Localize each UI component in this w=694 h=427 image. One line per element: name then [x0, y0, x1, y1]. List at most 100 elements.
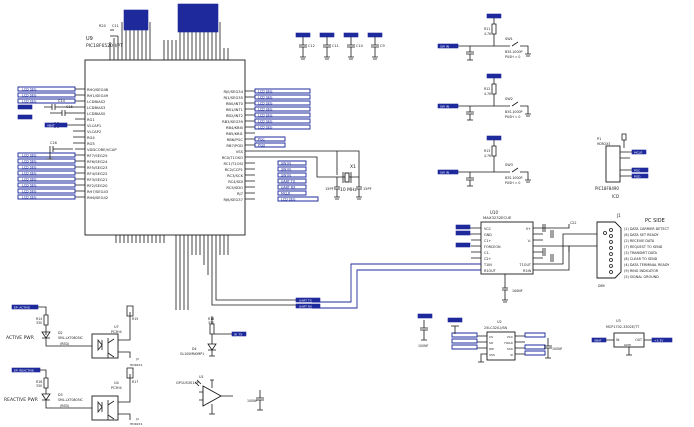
net-label-top: [139, 9, 145, 31]
cap-c10: C10: [343, 32, 363, 60]
u9-right-pin: RB5/KBI1: [226, 132, 243, 136]
u9-left-pin: RG1: [87, 118, 95, 122]
net-label-top: [205, 3, 211, 33]
u9-left-pin: VLCAP2: [87, 130, 101, 134]
c10-ref: C10: [356, 44, 363, 48]
u10-pin: V-: [528, 239, 532, 243]
icd-header-p1: P1 HDR2X3 PIC18F8490 ICD MCLR PGC PGD: [595, 133, 649, 199]
j-active: J3: [135, 357, 139, 361]
reactive-pwr-label: REACTIVE PWR: [4, 397, 38, 403]
uart-rx-label: UART RX: [299, 304, 312, 308]
c15-ref: C15: [66, 105, 73, 109]
r-active-value: 330: [36, 321, 42, 325]
u9-left-pin: RF4/SEG22: [87, 172, 108, 176]
u3-ref: U3: [616, 319, 621, 323]
u9-right-pin: RJ7: [237, 192, 244, 196]
u10-pin: T1IN: [483, 263, 492, 267]
net-lcd-seg: LCD SEG: [258, 114, 273, 118]
net-label-top: [131, 9, 137, 31]
p1-net-mclr: MCLR: [634, 150, 642, 154]
osc-cap-2: 15PF: [363, 187, 372, 191]
sw1-net: SW IN: [440, 44, 449, 48]
net-label-top: [143, 9, 149, 31]
db9-connector: J1 DB9 PC SIDE (1) DATA CARRIER DETECT (…: [596, 213, 670, 288]
net-lcd-seg: LCD SEG: [22, 184, 37, 188]
cap-c12: C12: [295, 32, 315, 60]
vbat-label: VBAT: [47, 123, 55, 127]
u9-right-pins: RJ0/SEG34 RJ1/SEG35 RB0/INT0 RB1/INT1 RB…: [222, 88, 319, 202]
r-reactive-ref: R16: [36, 380, 42, 384]
p1-part: HDR2X3: [597, 142, 610, 146]
r12-ref: R12: [484, 87, 490, 91]
u9-left-pin: RF2/SEG20: [87, 184, 108, 188]
net-label-top: [209, 3, 215, 33]
net-lcd-seg: LCD SEG: [22, 88, 37, 92]
pc-pin: (6) DATA SET READY: [624, 233, 659, 237]
net-sw-in: SW IN: [281, 174, 291, 178]
u2-eeprom: U2 25LC320-I/SN CS SO WP VSS VCC HOLD SC…: [417, 313, 562, 363]
u10-decouple-cap: 100NF: [512, 289, 523, 293]
p1-net-pgd: PGD: [634, 174, 641, 178]
u9-left-pin: RH1/SEG49: [87, 94, 109, 98]
net-label-top: [213, 3, 219, 33]
hdr-reactive: HDR2X1: [130, 422, 143, 426]
c16-ref: C16: [50, 141, 57, 145]
d2-ref: D2: [58, 331, 63, 335]
ir-section: IR_TX R18 330 D4 GL100MN0MP1 U1 GP1US301…: [176, 316, 264, 415]
switch-sw2: SW IN SW2 B3S-1000P PUSH = 0 R12 4.7K: [437, 73, 531, 121]
u9-left-pin: LCDBIAS0: [87, 112, 106, 116]
u9-left-pin: VDDCORE/VCAP: [87, 148, 117, 152]
r-ir-ref: R18: [208, 317, 214, 321]
u3-pin-gnd: GND: [624, 343, 632, 347]
net-lcd-seg: LCD SEG: [22, 178, 37, 182]
r-ir-value: 330: [208, 321, 214, 325]
c9-ref: C9: [380, 44, 385, 48]
u9-right-pin: RB3/SEG39: [222, 120, 244, 124]
r13-ref: R13: [484, 149, 490, 153]
reactive-net-label: EP_REACTIVE: [14, 368, 34, 372]
sw1-ref: SW1: [505, 37, 513, 41]
j1-ref: J1: [616, 213, 621, 218]
r11-ref: R11: [484, 27, 490, 31]
net-lcd-seg: LCD SEG: [258, 96, 273, 100]
u2-pin: WP: [489, 347, 494, 351]
u9-right-pin: VSS: [236, 150, 244, 154]
u9-left-pin: RG4: [87, 136, 95, 140]
u9-right-pin: RC0/T1OSO: [222, 156, 243, 160]
uart-label: [295, 303, 321, 309]
uart-label: [295, 297, 321, 303]
u10-pin: C1+: [484, 239, 492, 243]
pc-pin: (7) REQUEST TO SEND: [624, 245, 663, 249]
vdd-flag: [17, 114, 33, 120]
net-pgc: PGC: [258, 138, 266, 142]
u7-ref: U7: [114, 325, 119, 329]
u9-left-pin: RH0/SEG48: [87, 88, 109, 92]
net-sw-in: SW IN: [281, 168, 291, 172]
net-lcd-seg: LCD SEG: [22, 94, 37, 98]
r11-value: 4.7K: [484, 32, 492, 36]
p1-note: PIC18F8490: [595, 186, 619, 191]
net-label-top: [135, 9, 141, 31]
u2-ref: U2: [497, 320, 502, 324]
switch-sw3: SW IN SW3 B3S-1000P PUSH = 0 R13 4.7K: [437, 135, 531, 187]
sw3-net: SW IN: [440, 170, 449, 174]
u3-pin-in: IN: [616, 338, 620, 342]
u7-part: PC3H4: [111, 330, 122, 334]
crystal-x1: X1 10 MHz 15PF 15PF: [257, 150, 372, 200]
d3-color: (RED): [60, 404, 69, 408]
u3-regulator: U3 MCP1702-3302E/TT IN OUT GND VBAT +3.3…: [591, 319, 673, 356]
u10-pin: C1-: [484, 251, 491, 255]
net-lcd-seg: LCD SEG: [258, 102, 273, 106]
u4-optocoupler: [91, 395, 119, 421]
u9-right-pin: RC3/SCK: [227, 174, 243, 178]
pc-pin: (4) DATA TERMINAL READY: [624, 263, 670, 267]
u2-pin: VCC: [507, 335, 513, 339]
x1-ref: X1: [350, 164, 356, 170]
u9-left-pin: LCDBIAS3: [87, 106, 106, 110]
crystal-body: [344, 172, 350, 183]
r-reactive-value: 330: [36, 384, 42, 388]
p1-body: [605, 145, 621, 183]
u9-right-pin: RJ6/SEG37: [224, 198, 244, 202]
u9-ref: U9: [86, 36, 93, 42]
net-sw-in: SW IN: [281, 162, 291, 166]
